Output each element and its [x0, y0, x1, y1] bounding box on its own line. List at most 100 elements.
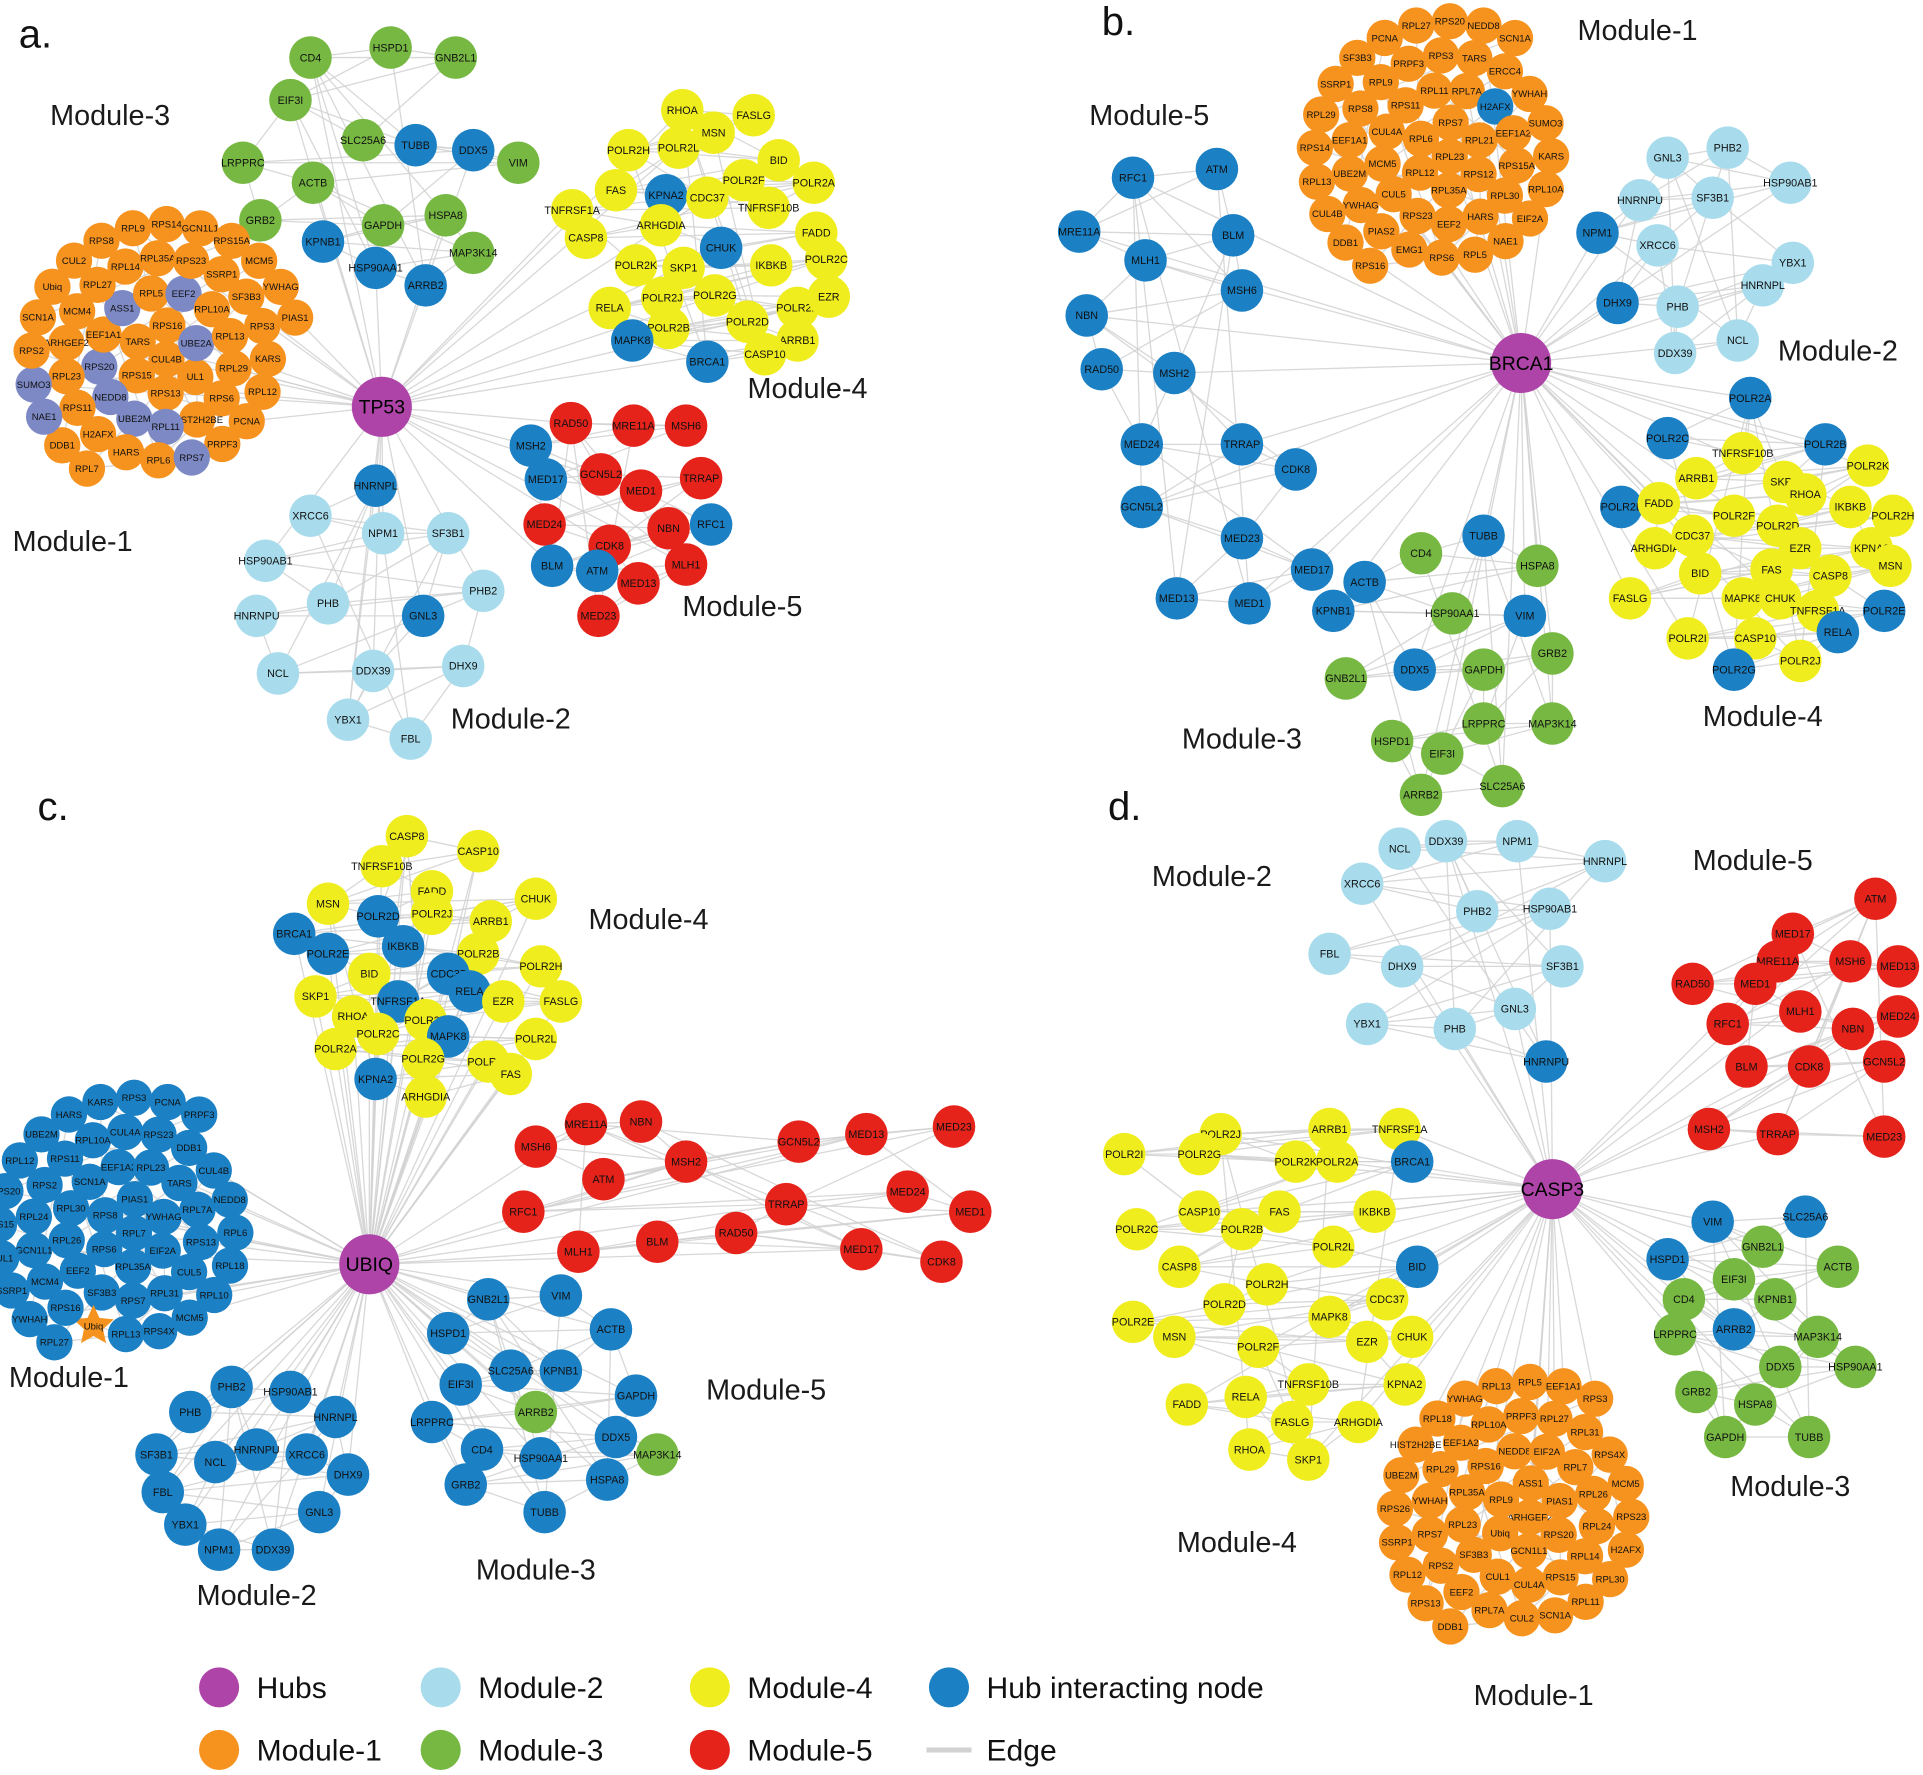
node-POLR2I[interactable]: POLR2I: [1102, 1132, 1146, 1176]
node-KARS[interactable]: KARS: [249, 340, 287, 378]
node-RPL13[interactable]: RPL13: [107, 1315, 145, 1353]
node-GAPDH[interactable]: GAPDH: [614, 1374, 658, 1417]
node-SF3B1[interactable]: SF3B1: [1691, 176, 1734, 220]
node-RPS8[interactable]: RPS8: [83, 222, 120, 259]
node-KARS[interactable]: KARS: [1533, 137, 1570, 175]
node-POLR2E[interactable]: POLR2E: [306, 932, 350, 976]
node-RPS14[interactable]: RPS14: [148, 205, 185, 243]
node-POLR2J[interactable]: POLR2J: [410, 892, 454, 936]
node-CUL1[interactable]: CUL1: [0, 1240, 20, 1277]
node-CDK8[interactable]: CDK8: [1787, 1045, 1831, 1088]
node-ARHGDIA[interactable]: ARHGDIA: [1334, 1400, 1384, 1444]
node-YWHAG[interactable]: YWHAG: [1342, 186, 1379, 224]
node-MLH1[interactable]: MLH1: [664, 543, 708, 586]
node-MCM5[interactable]: MCM5: [1364, 145, 1401, 182]
node-HSPD1[interactable]: HSPD1: [426, 1311, 470, 1355]
node-POLR2E[interactable]: POLR2E: [1862, 589, 1906, 633]
node-MSH2[interactable]: MSH2: [1687, 1107, 1731, 1151]
node-RPL13[interactable]: RPL13: [1298, 163, 1336, 200]
node-EZR[interactable]: EZR: [482, 980, 525, 1023]
node-RPL23[interactable]: RPL23: [48, 358, 85, 395]
node-RPL7A[interactable]: RPL7A: [179, 1191, 216, 1228]
node-PIAS1[interactable]: PIAS1: [276, 299, 314, 336]
node-SLC25A6[interactable]: SLC25A6: [1479, 764, 1525, 808]
node-LRPPRC[interactable]: LRPPRC: [221, 141, 265, 185]
node-POLR2C[interactable]: POLR2C: [1115, 1207, 1159, 1251]
node-HSPA8[interactable]: HSPA8: [585, 1458, 629, 1501]
node-RPL5[interactable]: RPL5: [1511, 1363, 1549, 1401]
node-TUBB[interactable]: TUBB: [394, 123, 437, 167]
node-HSPA8[interactable]: HSPA8: [1516, 544, 1559, 588]
node-BLM[interactable]: BLM: [635, 1220, 679, 1264]
node-EEF1A2[interactable]: EEF1A2: [1495, 115, 1532, 152]
node-RPL23[interactable]: RPL23: [1444, 1506, 1481, 1543]
node-BLM[interactable]: BLM: [530, 544, 574, 588]
node-SUMO3[interactable]: SUMO3: [15, 366, 52, 403]
node-HSPD1[interactable]: HSPD1: [369, 26, 412, 69]
node-SUMO3[interactable]: SUMO3: [1527, 105, 1564, 142]
node-NCL[interactable]: NCL: [194, 1440, 237, 1484]
node-NBN[interactable]: NBN: [619, 1100, 663, 1143]
node-POLR2K[interactable]: POLR2K: [1274, 1140, 1318, 1183]
node-MLH1[interactable]: MLH1: [1124, 239, 1167, 282]
node-DHX9[interactable]: DHX9: [441, 644, 485, 688]
node-GNB2L1[interactable]: GNB2L1: [1741, 1225, 1785, 1269]
node-POLR2C[interactable]: POLR2C: [805, 237, 848, 281]
node-FASLG[interactable]: FASLG: [1270, 1400, 1314, 1444]
node-HSP90AA1[interactable]: HSP90AA1: [514, 1437, 568, 1480]
node-RPL21[interactable]: RPL21: [1461, 122, 1498, 159]
node-SLC25A6[interactable]: SLC25A6: [1782, 1195, 1828, 1238]
node-MSN[interactable]: MSN: [306, 882, 350, 926]
node-EIF3I[interactable]: EIF3I: [1712, 1258, 1756, 1301]
node-EIF3I[interactable]: EIF3I: [439, 1363, 483, 1406]
node-TUBB[interactable]: TUBB: [523, 1490, 566, 1534]
node-VIM[interactable]: VIM: [497, 141, 540, 185]
node-RPS20[interactable]: RPS20: [81, 348, 118, 385]
node-ATM[interactable]: ATM: [582, 1157, 625, 1201]
node-HSP90AA1[interactable]: HSP90AA1: [1425, 592, 1479, 635]
node-FASLG[interactable]: FASLG: [1608, 577, 1652, 620]
node-MAPK8[interactable]: MAPK8: [610, 319, 654, 362]
node-CDC37[interactable]: CDC37: [1365, 1278, 1409, 1321]
node-CUL4A[interactable]: CUL4A: [1510, 1566, 1548, 1603]
node-POLR2A[interactable]: POLR2A: [792, 161, 836, 205]
node-RPL11[interactable]: RPL11: [147, 408, 184, 445]
node-EEF1A1[interactable]: EEF1A1: [1331, 121, 1368, 159]
node-KPNB1[interactable]: KPNB1: [539, 1349, 583, 1392]
node-MAP3K14[interactable]: MAP3K14: [449, 231, 497, 275]
node-POLR2L[interactable]: POLR2L: [657, 126, 700, 169]
node-CUL4A[interactable]: CUL4A: [107, 1113, 144, 1151]
node-BID[interactable]: BID: [1395, 1245, 1439, 1289]
node-GNB2L1[interactable]: GNB2L1: [1324, 657, 1368, 700]
node-MED17[interactable]: MED17: [1290, 548, 1334, 591]
node-BLM[interactable]: BLM: [1211, 214, 1255, 257]
node-DHX9[interactable]: DHX9: [1380, 945, 1424, 988]
node-HARS[interactable]: HARS: [50, 1096, 88, 1133]
node-BRCA1[interactable]: BRCA1: [1390, 1140, 1434, 1183]
node-RPS23[interactable]: RPS23: [1613, 1498, 1650, 1535]
node-KPNA2[interactable]: KPNA2: [1383, 1363, 1426, 1406]
node-HSPD1[interactable]: HSPD1: [1646, 1237, 1689, 1281]
node-RHOA[interactable]: RHOA: [1228, 1428, 1271, 1471]
node-RPS14[interactable]: RPS14: [1296, 129, 1333, 167]
node-ACTB[interactable]: ACTB: [1816, 1245, 1860, 1289]
node-VIM[interactable]: VIM: [539, 1274, 583, 1317]
node-GCN5L2[interactable]: GCN5L2: [1862, 1040, 1906, 1083]
node-PHB[interactable]: PHB: [306, 582, 350, 625]
node-HNRNPU[interactable]: HNRNPU: [234, 594, 280, 638]
node-IKBKB[interactable]: IKBKB: [381, 925, 425, 968]
node-ACTB[interactable]: ACTB: [291, 161, 335, 205]
node-RFC1[interactable]: RFC1: [502, 1190, 545, 1233]
node-TRRAP[interactable]: TRRAP: [764, 1182, 808, 1226]
node-PIAS1[interactable]: PIAS1: [1541, 1482, 1578, 1520]
node-TUBB[interactable]: TUBB: [1787, 1415, 1831, 1459]
node-MED1[interactable]: MED1: [1228, 582, 1271, 625]
node-HNRNPL[interactable]: HNRNPL: [353, 464, 398, 507]
node-POLR2A[interactable]: POLR2A: [1728, 376, 1772, 420]
node-GAPDH[interactable]: GAPDH: [1462, 648, 1505, 691]
node-DHX9[interactable]: DHX9: [326, 1453, 370, 1496]
node-MSH6[interactable]: MSH6: [1829, 940, 1872, 983]
node-POLR2B[interactable]: POLR2B: [1220, 1207, 1264, 1251]
node-XRCC6[interactable]: XRCC6: [289, 494, 332, 538]
node-HNRNPU[interactable]: HNRNPU: [1523, 1040, 1569, 1083]
